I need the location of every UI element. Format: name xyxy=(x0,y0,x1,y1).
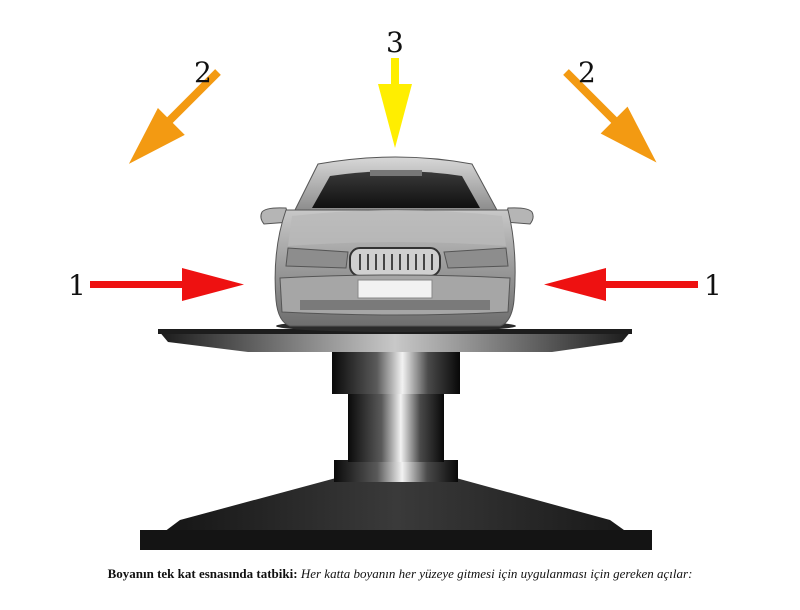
stand-collar-lower xyxy=(334,460,458,482)
car-front-view xyxy=(260,156,534,332)
stand-collar-upper xyxy=(332,350,460,394)
car-lower-intake xyxy=(300,300,490,310)
arrow-top-yellow xyxy=(378,58,412,148)
car-left-headlight xyxy=(285,247,349,269)
arrow-left-red xyxy=(90,268,244,301)
figure-caption: Boyanın tek kat esnasında tatbiki: Her k… xyxy=(0,566,800,582)
arrow-diag-left-shaft xyxy=(164,69,221,126)
caption-bold: Boyanın tek kat esnasında tatbiki: xyxy=(107,566,298,581)
car-mirror-pod xyxy=(370,170,422,176)
arrow-right-red xyxy=(544,268,698,301)
car-windshield xyxy=(312,171,480,208)
arrow-top-shaft xyxy=(391,58,399,88)
arrow-diagonal-left xyxy=(128,69,221,164)
arrow-diag-left-head xyxy=(128,108,185,164)
car-right-mirror xyxy=(503,207,534,225)
arrow-diagonal-right xyxy=(563,69,657,163)
arrow-diag-right-head xyxy=(600,106,657,163)
arrow-left-head xyxy=(182,268,244,301)
arrow-right-head xyxy=(544,268,606,301)
arrow-diag-right-shaft xyxy=(563,69,620,126)
arrow-top-head xyxy=(378,84,412,148)
label-right-side: 1 xyxy=(704,269,722,302)
caption-italic: Her katta boyanın her yüzeye gitmesi içi… xyxy=(300,566,693,581)
car-right-headlight xyxy=(443,247,509,269)
car-license-plate xyxy=(357,279,433,299)
turntable-stand xyxy=(140,329,652,550)
turntable-platform xyxy=(158,330,632,352)
car-hood xyxy=(288,210,506,246)
label-left-side: 1 xyxy=(68,269,86,302)
arrow-left-shaft xyxy=(90,281,186,288)
label-right-diagonal: 2 xyxy=(578,56,596,89)
stand-base-lower xyxy=(140,530,652,550)
stand-column xyxy=(348,392,444,462)
car-grille-bars xyxy=(359,254,433,270)
label-top: 3 xyxy=(386,26,404,59)
car-grille xyxy=(349,247,441,277)
arrow-right-shaft xyxy=(602,281,698,288)
arrows-horizontal xyxy=(90,268,698,301)
arrows-diagonal xyxy=(128,69,657,164)
label-left-diagonal: 2 xyxy=(194,56,212,89)
